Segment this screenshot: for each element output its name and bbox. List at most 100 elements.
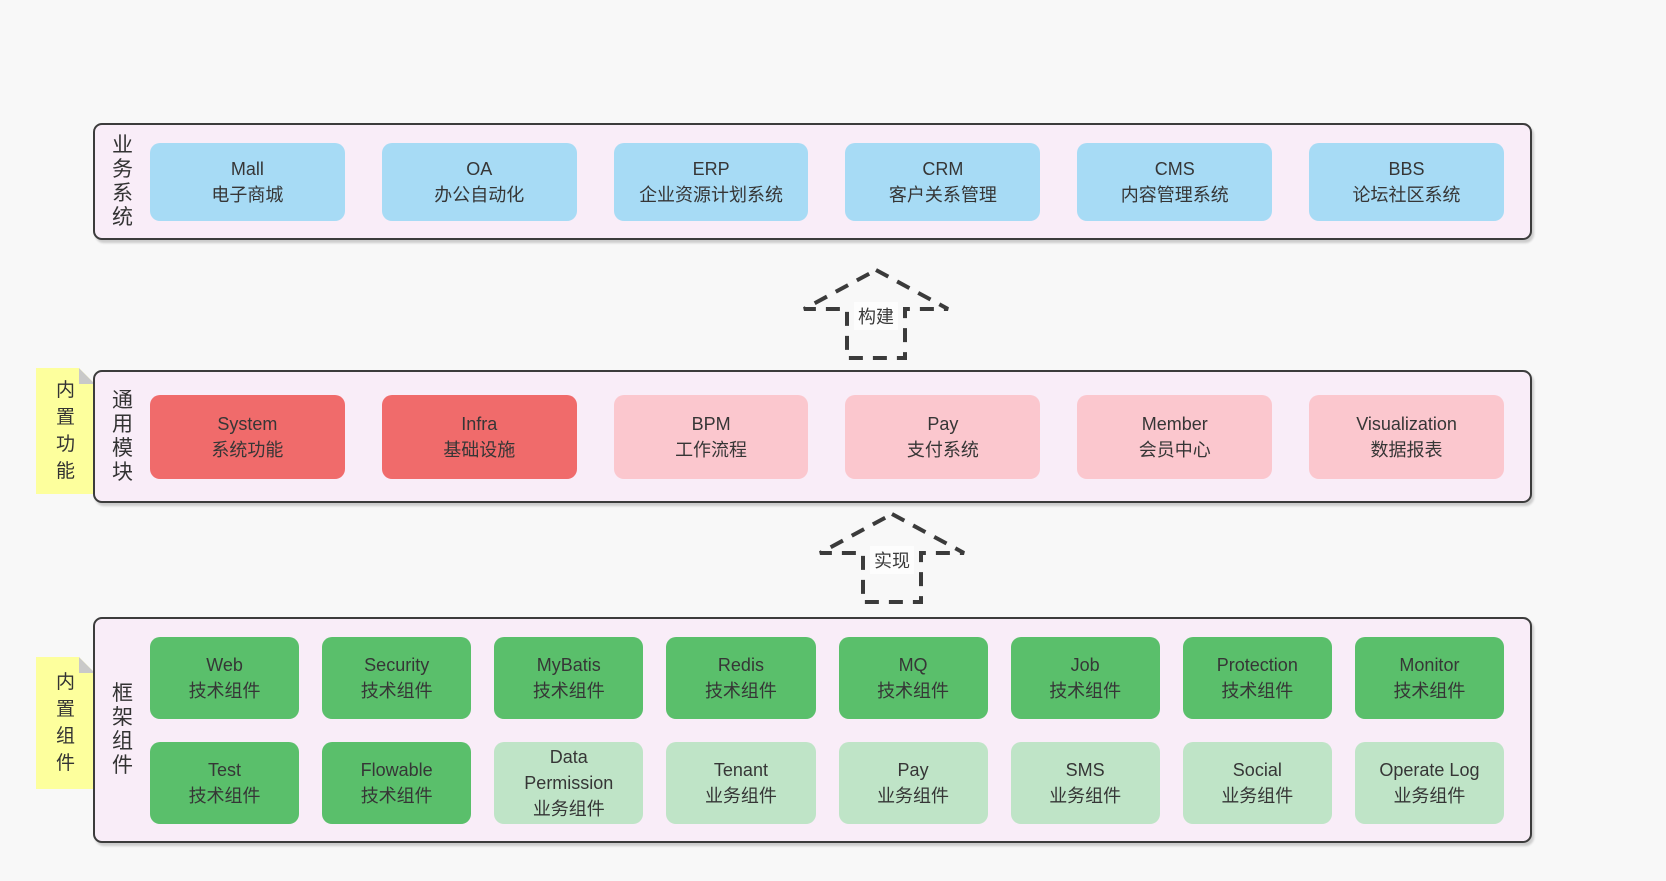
node-subtitle: 业务组件 [1049,785,1122,806]
node-title: Operate Log [1379,759,1480,780]
node-subtitle: 技术组件 [360,785,433,806]
node-title: Tenant [713,759,768,780]
node-subtitle: 企业资源计划系统 [639,184,784,205]
node-title: MQ [898,654,928,675]
node-subtitle: 办公自动化 [434,184,525,205]
sticky-note-built-in-components: 内置组件 [36,657,95,789]
node-subtitle: 内容管理系统 [1120,184,1229,205]
node-title: Pay [897,759,929,780]
node-monitor: Monitor 技术组件 [1354,636,1504,719]
node-title: Infra [461,413,498,434]
node-subtitle: 业务组件 [877,785,950,806]
node-subtitle: 技术组件 [1393,680,1466,701]
layer-title-text: 业务系统 [112,133,133,229]
components-row-2: Test 技术组件 Flowable 技术组件 Data Permission … [150,741,1504,824]
node-subtitle: 业务组件 [1393,785,1466,806]
node-title: Job [1070,654,1100,675]
node-cms: CMS 内容管理系统 [1077,142,1273,221]
node-pay-component: Pay 业务组件 [838,741,988,824]
node-crm: CRM 客户关系管理 [845,142,1041,221]
components-boxes-grid: Web 技术组件 Security 技术组件 MyBatis 技术组件 Redi… [150,619,1530,841]
layer-title-business: 业务系统 [95,125,150,238]
node-sms: SMS 业务组件 [1010,741,1160,824]
node-subtitle: 数据报表 [1370,439,1443,460]
node-title: System [217,413,278,434]
node-title: Visualization [1356,413,1457,434]
node-title: Member [1141,413,1208,434]
node-subtitle: 工作流程 [675,439,748,460]
node-title: Security [364,654,430,675]
arrow-label: 构建 [854,302,898,330]
common-modules-container: 通用模块 System 系统功能 Infra 基础设施 BPM 工作流程 Pay… [93,370,1532,503]
node-subtitle: 技术组件 [877,680,950,701]
node-mybatis: MyBatis 技术组件 [494,636,644,719]
node-title: Pay [927,413,959,434]
node-flowable: Flowable 技术组件 [322,741,472,824]
sticky-note-built-in-features: 内置功能 [36,368,95,494]
node-mq: MQ 技术组件 [838,636,988,719]
node-title: CRM [922,158,964,179]
node-subtitle: 业务组件 [1221,785,1294,806]
node-subtitle: 业务组件 [532,798,605,819]
node-subtitle: 客户关系管理 [888,184,997,205]
node-subtitle: 技术组件 [188,785,261,806]
node-subtitle: 系统功能 [211,439,284,460]
node-subtitle: 技术组件 [532,680,605,701]
node-subtitle: 电子商城 [211,184,284,205]
node-job: Job 技术组件 [1010,636,1160,719]
arrow-label: 实现 [870,546,914,574]
node-title: Web [206,654,243,675]
node-subtitle: 支付系统 [906,439,979,460]
node-redis: Redis 技术组件 [666,636,816,719]
node-mall: Mall 电子商城 [150,142,345,221]
node-visualization: Visualization 数据报表 [1309,394,1504,479]
node-system: System 系统功能 [150,394,345,479]
node-subtitle: 基础设施 [443,439,516,460]
node-title: BBS [1388,158,1425,179]
node-subtitle: 会员中心 [1138,439,1211,460]
layer-title-modules: 通用模块 [95,372,150,501]
node-web: Web 技术组件 [150,636,300,719]
sticky-note-text: 内置组件 [55,672,75,774]
node-title: MyBatis [536,654,601,675]
sticky-note-text: 内置功能 [55,380,75,482]
up-arrow-icon [803,267,949,360]
layer-title-text: 框架组件 [112,682,133,777]
node-erp: ERP 企业资源计划系统 [613,142,809,221]
node-social: Social 业务组件 [1182,741,1332,824]
node-title: CMS [1154,158,1195,179]
node-title: Test [208,759,242,780]
node-title: OA [466,158,493,179]
node-test: Test 技术组件 [150,741,300,824]
business-systems-container: 业务系统 Mall 电子商城 OA 办公自动化 ERP 企业资源计划系统 CRM… [93,123,1532,240]
node-bpm: BPM 工作流程 [613,394,809,479]
node-operate-log: Operate Log 业务组件 [1354,741,1504,824]
node-subtitle: 技术组件 [360,680,433,701]
node-subtitle: 技术组件 [188,680,261,701]
node-title: Mall [230,158,264,179]
dashed-up-arrow-implement: 实现 [816,510,968,606]
framework-components-container: 框架组件 Web 技术组件 Security 技术组件 MyBatis 技术组件… [93,617,1532,843]
node-title: Data Permission [524,746,614,793]
node-title: SMS [1065,759,1105,780]
node-subtitle: 业务组件 [704,785,777,806]
business-boxes-row: Mall 电子商城 OA 办公自动化 ERP 企业资源计划系统 CRM 客户关系… [150,125,1530,238]
dashed-up-arrow-build: 构建 [800,266,952,362]
node-pay-system: Pay 支付系统 [845,394,1041,479]
node-oa: OA 办公自动化 [381,142,577,221]
layer-title-text: 通用模块 [112,388,133,484]
node-infra: Infra 基础设施 [381,394,577,479]
node-title: BPM [691,413,731,434]
node-title: Flowable [360,759,433,780]
node-data-permission: Data Permission 业务组件 [494,741,644,824]
node-tenant: Tenant 业务组件 [666,741,816,824]
node-title: Monitor [1399,654,1460,675]
node-protection: Protection 技术组件 [1182,636,1332,719]
node-subtitle: 技术组件 [1221,680,1294,701]
node-title: Redis [717,654,764,675]
node-subtitle: 论坛社区系统 [1352,184,1461,205]
components-row-1: Web 技术组件 Security 技术组件 MyBatis 技术组件 Redi… [150,636,1504,719]
layer-title-components: 框架组件 [95,619,150,841]
up-arrow-icon [819,511,965,604]
node-subtitle: 技术组件 [704,680,777,701]
